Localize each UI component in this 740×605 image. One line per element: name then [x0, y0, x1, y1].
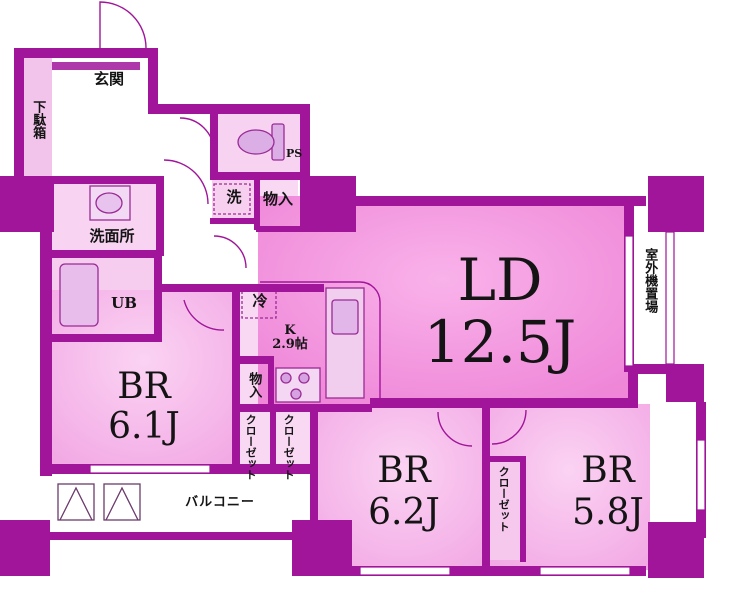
wall	[256, 226, 300, 232]
wall	[14, 48, 24, 184]
wall	[232, 356, 272, 364]
fridge-label: 冷	[252, 292, 268, 310]
wall	[40, 176, 52, 476]
door-swing	[179, 117, 215, 153]
wall	[210, 172, 310, 180]
door-swing	[491, 409, 527, 445]
bathtub	[59, 263, 99, 327]
wall	[292, 520, 352, 576]
wall	[162, 284, 238, 292]
wall	[356, 196, 646, 206]
br1-size: 6.1J	[108, 406, 180, 447]
wall	[648, 176, 704, 232]
entry-door	[99, 1, 147, 49]
ps-label: PS	[286, 147, 303, 160]
toilet-storage-label: 物入	[262, 190, 293, 208]
window	[696, 439, 706, 511]
room-floors	[22, 58, 666, 570]
hatch-ladder	[59, 486, 93, 521]
kitchen-label: K 2.9帖	[272, 323, 308, 352]
basin	[95, 192, 123, 214]
hall2-floor	[162, 228, 262, 290]
wall	[482, 404, 490, 574]
wall	[666, 364, 704, 402]
wall	[50, 250, 162, 258]
window	[624, 235, 634, 367]
outdoor-unit-label: 室外機置場	[642, 248, 658, 313]
wall	[232, 284, 324, 292]
wall	[310, 566, 646, 576]
wall	[40, 532, 300, 540]
closet-a-label: クローゼット	[244, 414, 258, 480]
wall	[300, 176, 356, 232]
wall	[370, 398, 638, 408]
hatch-ladder	[105, 486, 139, 521]
wall	[52, 62, 140, 70]
wall	[14, 48, 156, 58]
kitchen-storage-label: 物入	[246, 372, 262, 398]
balcony-hatch	[57, 483, 95, 521]
br3-name: BR	[581, 450, 635, 491]
entrance-label: 玄関	[93, 70, 124, 88]
wall	[270, 406, 276, 468]
wall	[210, 218, 258, 224]
br3-size: 5.8J	[572, 492, 644, 533]
toilet-bowl	[237, 129, 275, 155]
wall	[148, 48, 158, 112]
wall	[236, 404, 372, 412]
window	[359, 566, 451, 576]
washroom-label: 洗面所	[89, 227, 135, 245]
wall	[50, 176, 162, 184]
ld-name: LD	[457, 246, 543, 314]
kitchen-curve	[260, 281, 381, 400]
balcony-hatch	[103, 483, 141, 521]
laundry-floor	[212, 180, 254, 220]
wall	[154, 256, 162, 340]
burner	[280, 372, 292, 384]
wall	[268, 356, 274, 406]
door-swing	[163, 159, 209, 205]
balcony-floor	[50, 472, 298, 536]
br2-name: BR	[377, 450, 431, 491]
wall	[254, 178, 260, 230]
bath-label: UB	[111, 294, 137, 312]
window	[665, 231, 675, 365]
shoe-box-floor	[22, 58, 52, 176]
window	[539, 566, 631, 576]
closet-c-floor	[490, 460, 522, 560]
laundry-label: 洗	[226, 188, 242, 206]
br2-size: 6.2J	[368, 492, 440, 533]
wall	[148, 104, 310, 114]
laundry-pan	[213, 183, 251, 215]
door-swing	[183, 299, 225, 331]
wall	[648, 522, 704, 578]
window	[89, 464, 211, 474]
door-swing	[213, 235, 247, 269]
closet-b-label: クローゼット	[282, 414, 296, 480]
doors	[99, 1, 527, 447]
wall	[490, 456, 524, 462]
wall	[300, 104, 310, 196]
fixtures	[57, 123, 365, 521]
closets-floor	[238, 404, 318, 470]
balcony-label: バルコニー	[185, 495, 255, 510]
burner	[298, 372, 310, 384]
kitchen-sink	[331, 299, 359, 335]
wall	[520, 456, 526, 562]
wall	[232, 284, 240, 470]
ld-size: 12.5J	[423, 308, 577, 376]
shoe-box-label: 下駄箱	[30, 100, 46, 139]
br1-name: BR	[117, 366, 171, 407]
wall	[0, 520, 50, 576]
closet-c-label: クローゼット	[497, 466, 511, 532]
burner	[290, 388, 302, 400]
wall	[156, 176, 164, 256]
door-swing	[437, 411, 473, 447]
windows	[89, 231, 706, 576]
outdoor-unit-floor	[630, 232, 666, 372]
wall	[310, 404, 318, 574]
wall	[628, 366, 638, 406]
wall	[50, 334, 162, 342]
